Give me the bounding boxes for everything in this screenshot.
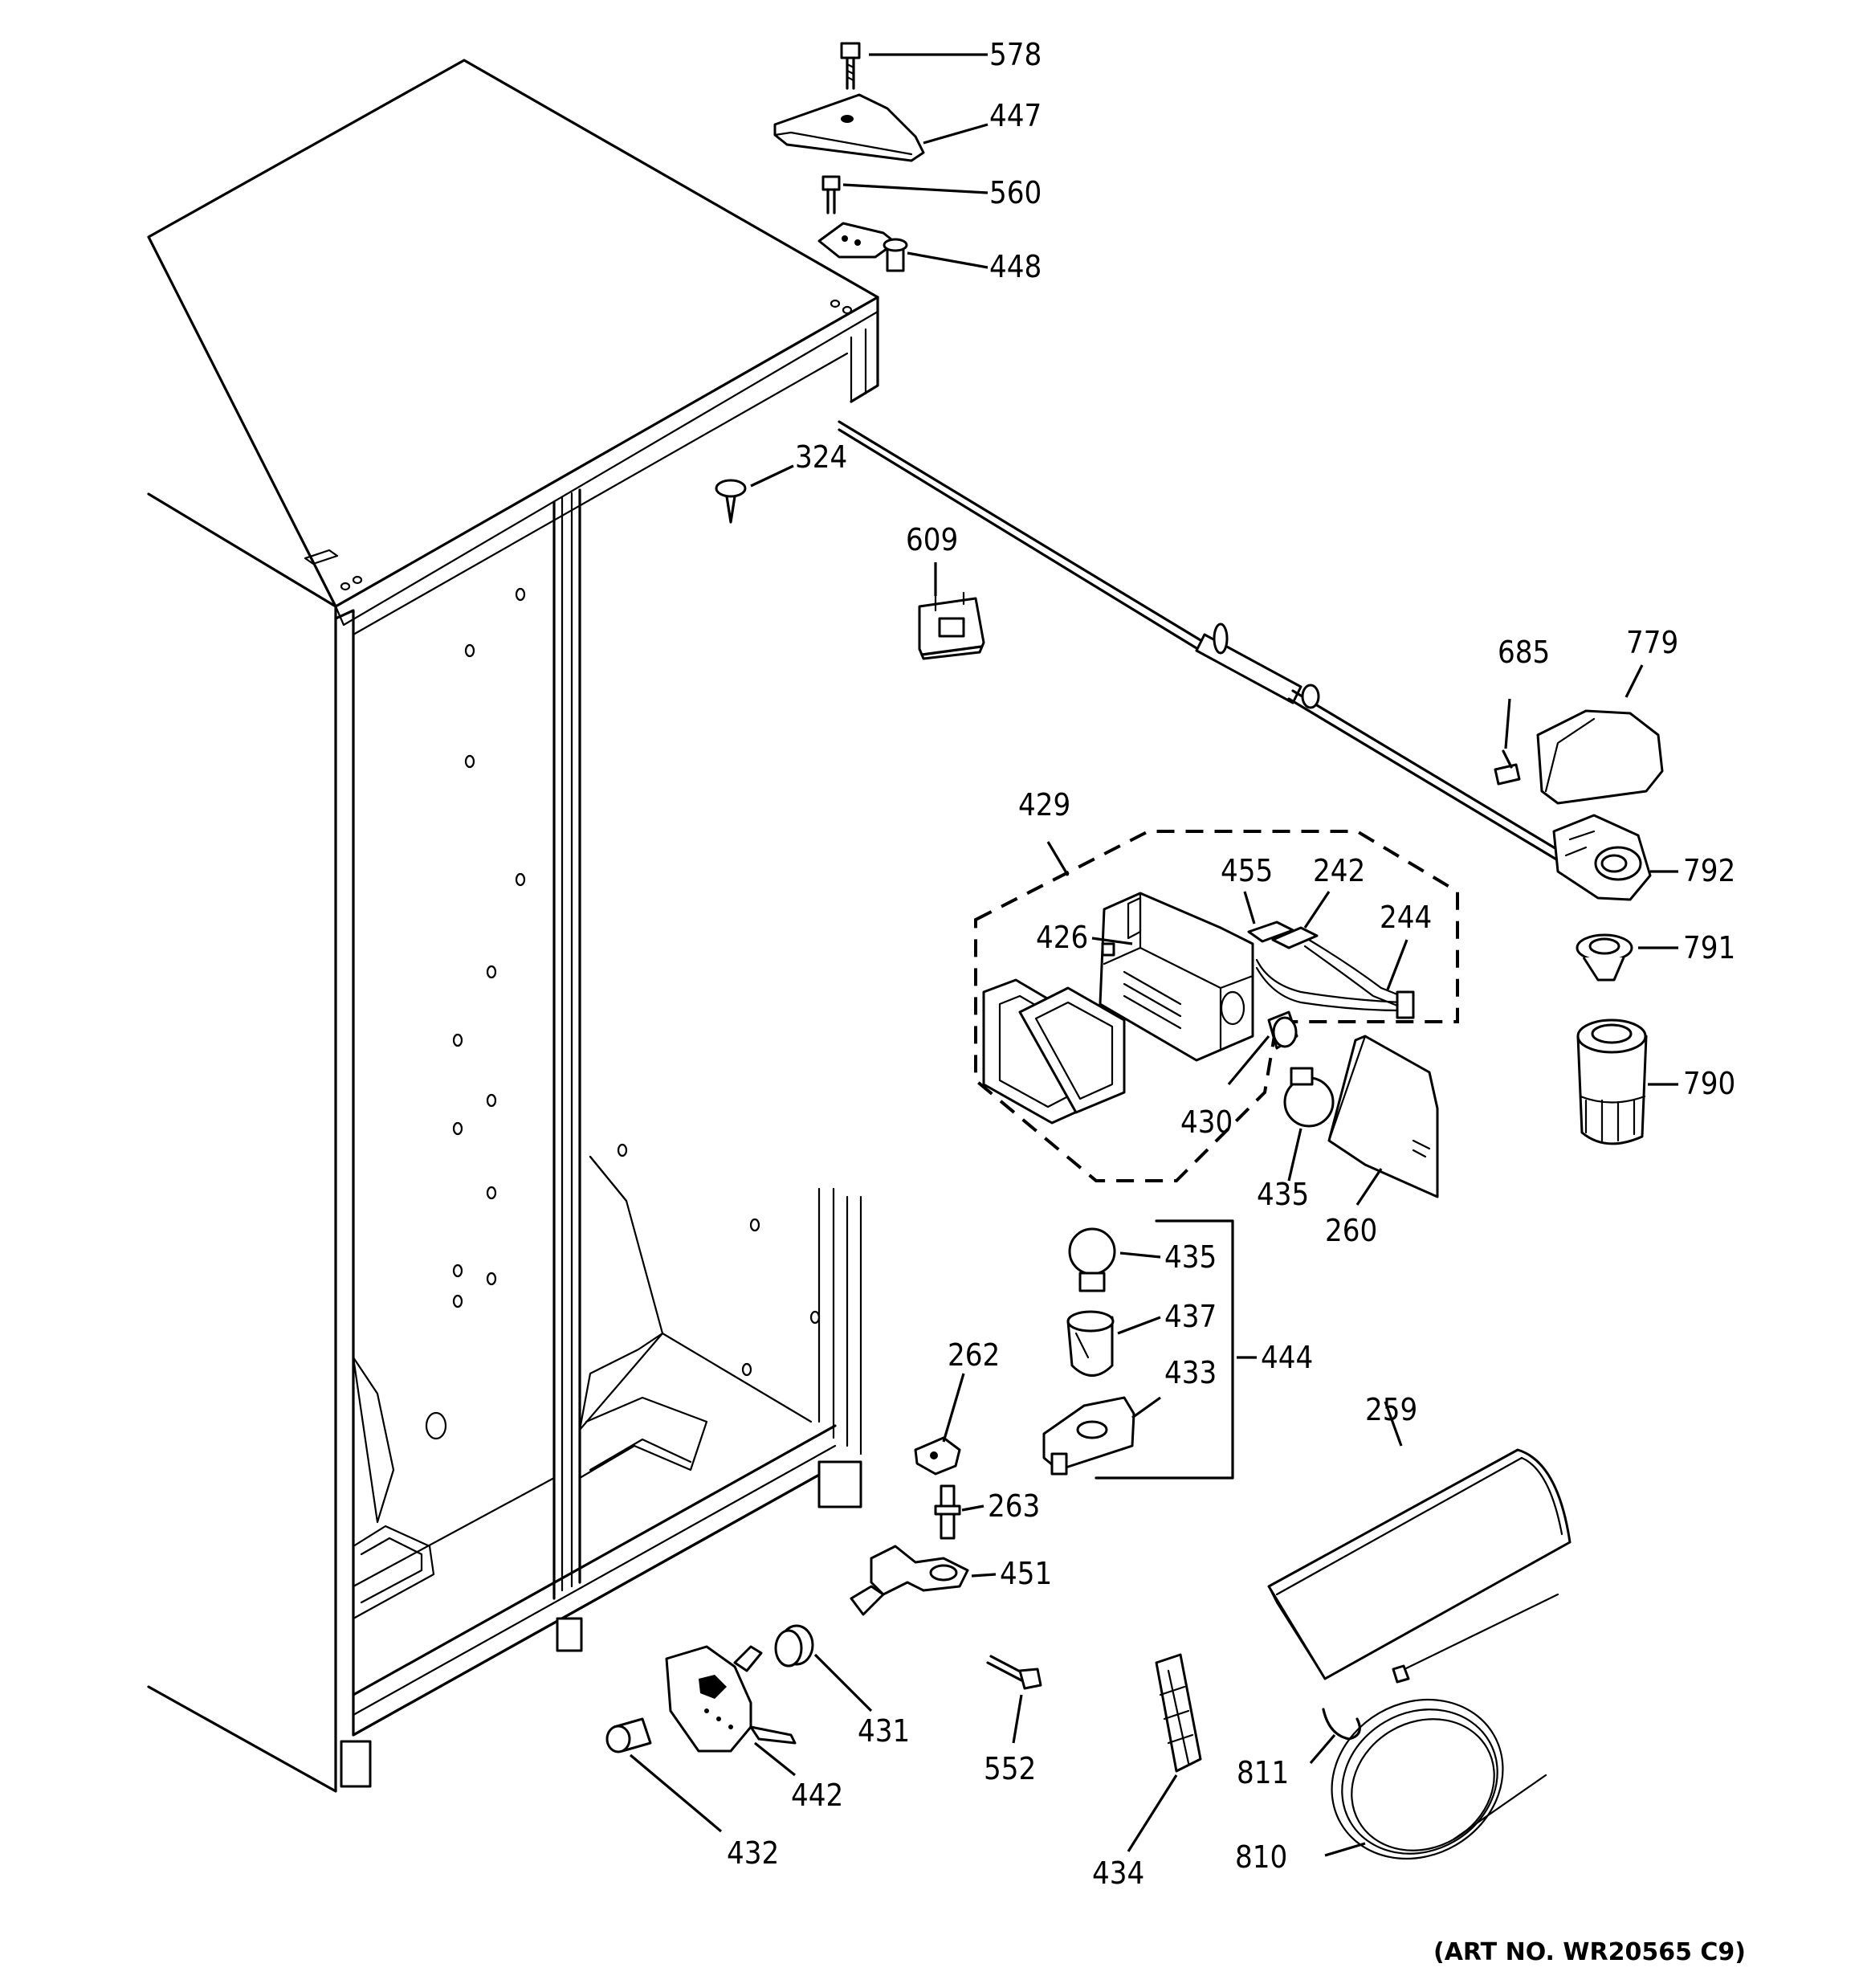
label-435-upper: 435 (1257, 1177, 1309, 1212)
label-552: 552 (984, 1751, 1036, 1786)
refrigerator-cabinet (147, 59, 879, 1793)
label-451: 451 (1000, 1556, 1052, 1591)
part-791-seal (1576, 933, 1633, 982)
part-790-filter (1576, 1018, 1648, 1145)
part-435-bulb-upper (1283, 1067, 1335, 1128)
label-791: 791 (1683, 930, 1735, 965)
label-433: 433 (1164, 1355, 1217, 1390)
label-810: 810 (1235, 1839, 1287, 1875)
part-433-light-housing (1042, 1396, 1135, 1476)
label-435-lower: 435 (1164, 1239, 1217, 1275)
bracket-444 (1095, 1219, 1234, 1480)
assembly-429-dashed-outline (974, 830, 1459, 1182)
label-429: 429 (1018, 787, 1070, 823)
leader-lines (629, 53, 1678, 1857)
label-685: 685 (1498, 635, 1550, 670)
part-447-hinge-cover (773, 93, 925, 162)
label-434: 434 (1092, 1855, 1144, 1891)
label-259: 259 (1365, 1392, 1417, 1427)
water-line-tube (838, 420, 1576, 869)
part-560-screw (821, 175, 841, 214)
label-263: 263 (988, 1488, 1040, 1524)
part-810-water-line-coil (1331, 1593, 1559, 1860)
label-447: 447 (989, 98, 1042, 133)
part-792-filter-head (1552, 814, 1652, 901)
part-434-vent (1155, 1653, 1202, 1773)
part-448-hinge (817, 222, 908, 272)
part-609-switch (918, 591, 985, 660)
label-324: 324 (795, 439, 847, 475)
label-448: 448 (989, 249, 1042, 284)
label-426: 426 (1036, 920, 1088, 955)
label-609: 609 (906, 522, 958, 557)
label-244: 244 (1380, 900, 1432, 935)
label-560: 560 (989, 175, 1042, 210)
label-442: 442 (791, 1778, 843, 1813)
label-260: 260 (1325, 1213, 1377, 1248)
label-578: 578 (989, 37, 1042, 72)
art-number: (ART NO. WR20565 C9) (1433, 1938, 1746, 1966)
part-426-frame (982, 978, 1126, 1125)
part-244-wire-harness (1255, 958, 1415, 1019)
label-792: 792 (1683, 853, 1735, 888)
part-685-screw (1494, 749, 1521, 786)
part-552-screw (986, 1655, 1042, 1690)
label-811: 811 (1237, 1755, 1289, 1790)
part-242-wire-harness (1271, 926, 1403, 1007)
cabinet-holes (304, 299, 853, 1440)
part-578-screw (840, 42, 861, 90)
label-431: 431 (858, 1713, 910, 1749)
part-442-damper (665, 1645, 797, 1753)
part-263-pin (934, 1484, 961, 1540)
part-779-filter-cover (1536, 709, 1664, 805)
part-437-socket (1066, 1310, 1115, 1377)
part-262-bracket (914, 1436, 961, 1476)
label-455: 455 (1221, 853, 1273, 888)
part-426-dispenser-housing (1099, 892, 1254, 1062)
label-430: 430 (1180, 1104, 1233, 1140)
part-259-toe-grille (1267, 1448, 1572, 1680)
part-labels: 578 447 560 448 324 609 685 779 792 791 … (727, 37, 1746, 1966)
part-451-lower-hinge (850, 1545, 969, 1616)
part-431-button (774, 1624, 814, 1668)
part-260-light-shield (1327, 1035, 1439, 1198)
label-262: 262 (948, 1337, 1000, 1373)
label-242: 242 (1313, 853, 1365, 888)
part-432-bushing (605, 1717, 652, 1753)
label-779: 779 (1626, 625, 1678, 660)
label-437: 437 (1164, 1299, 1217, 1334)
part-430-socket (1267, 1010, 1298, 1050)
label-790: 790 (1683, 1066, 1735, 1101)
part-324-plug (715, 479, 747, 524)
label-444: 444 (1261, 1340, 1313, 1375)
part-435-bulb-lower (1068, 1227, 1116, 1292)
label-432: 432 (727, 1835, 779, 1871)
